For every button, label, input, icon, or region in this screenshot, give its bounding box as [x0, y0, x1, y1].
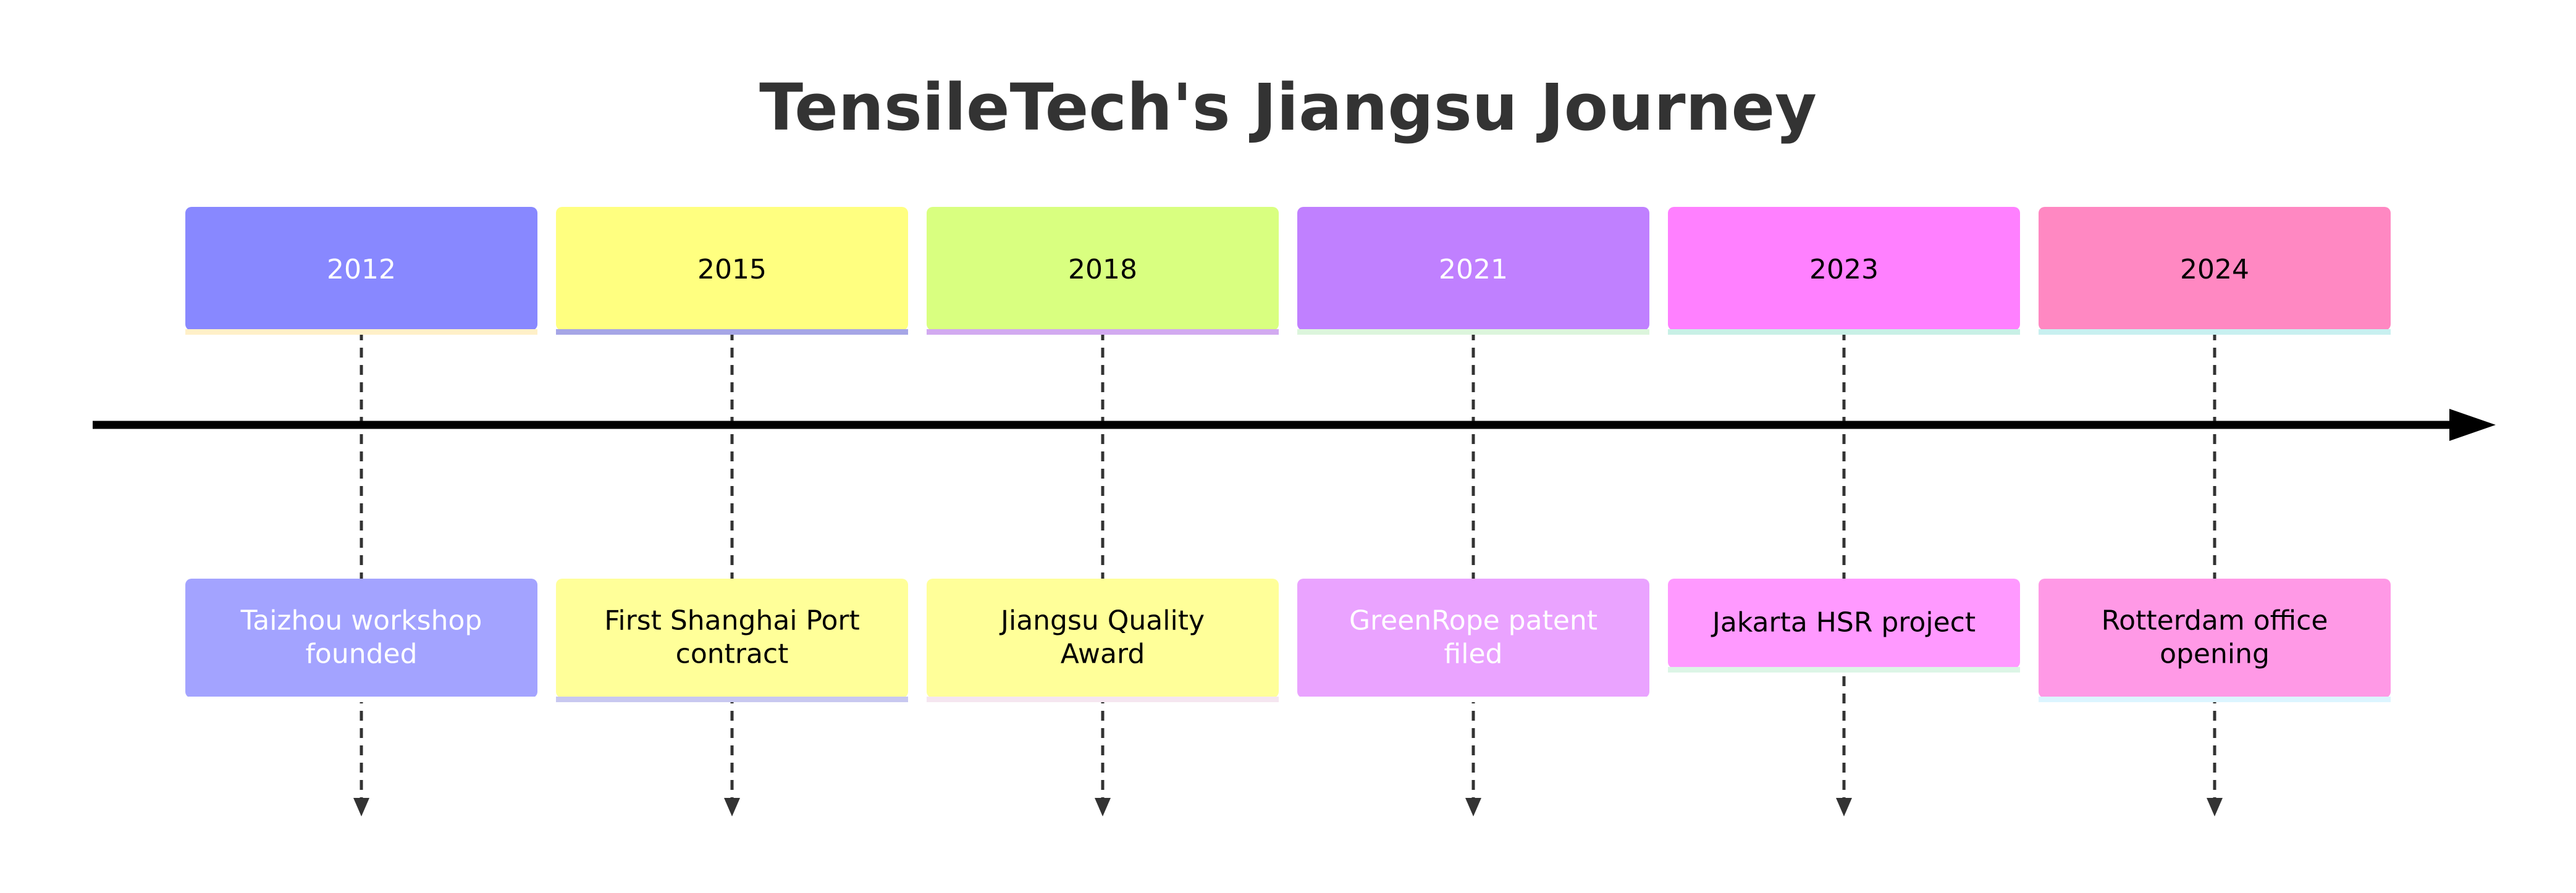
timeline-axis: [93, 409, 2496, 441]
period-card: [1668, 207, 2020, 330]
connector-arrow-icon: [1836, 798, 1852, 816]
connector-arrow-icon: [2207, 798, 2223, 816]
period-card: [2039, 207, 2391, 330]
event-card: [927, 579, 1279, 698]
period-card-underline: [185, 329, 537, 335]
connector-arrow-icon: [1465, 798, 1481, 816]
period-card: [927, 207, 1279, 330]
period-card-underline: [1668, 329, 2020, 335]
connector-arrow-icon: [1095, 798, 1111, 816]
period-card-underline: [927, 329, 1279, 335]
event-label: contract: [676, 639, 789, 670]
period-label: 2012: [327, 254, 396, 285]
event-card-underline: [556, 697, 908, 702]
period-label: 2015: [697, 254, 767, 285]
event-card: [2039, 579, 2391, 698]
connector-arrow-icon: [724, 798, 740, 816]
event-card: [185, 579, 537, 698]
timeline-axis-arrow-icon: [2449, 409, 2496, 441]
period-label: 2023: [1809, 254, 1879, 285]
event-card-underline: [1668, 667, 2020, 673]
event-label: GreenRope patent: [1349, 605, 1597, 637]
event-card-underline: [1297, 697, 1649, 702]
period-card-underline: [556, 329, 908, 335]
event-card-underline: [2039, 697, 2391, 702]
event-label: Taizhou workshop: [240, 605, 482, 637]
event-label: First Shanghai Port: [604, 605, 859, 637]
period-card-underline: [2039, 329, 2391, 335]
event-label: filed: [1444, 639, 1503, 670]
event-card: [1297, 579, 1649, 698]
event-label: Jakarta HSR project: [1711, 607, 1976, 639]
diagram-title: TensileTech's Jiangsu Journey: [759, 70, 1817, 145]
period-card: [1297, 207, 1649, 330]
period-card-underline: [1297, 329, 1649, 335]
period-card: [556, 207, 908, 330]
event-label: founded: [305, 639, 417, 670]
event-label: opening: [2160, 639, 2270, 670]
event-label: Rotterdam office: [2102, 605, 2328, 637]
event-card: [556, 579, 908, 698]
period-label: 2021: [1439, 254, 1508, 285]
event-card-underline: [927, 697, 1279, 702]
event-card-underline: [185, 697, 537, 702]
event-card: [1668, 579, 2020, 668]
period-card: [185, 207, 537, 330]
period-label: 2024: [2180, 254, 2249, 285]
period-label: 2018: [1068, 254, 1137, 285]
event-label: Jiangsu Quality: [999, 605, 1205, 637]
connector-layer: [353, 330, 2223, 816]
connector-arrow-icon: [353, 798, 369, 816]
event-label: Award: [1061, 639, 1145, 670]
